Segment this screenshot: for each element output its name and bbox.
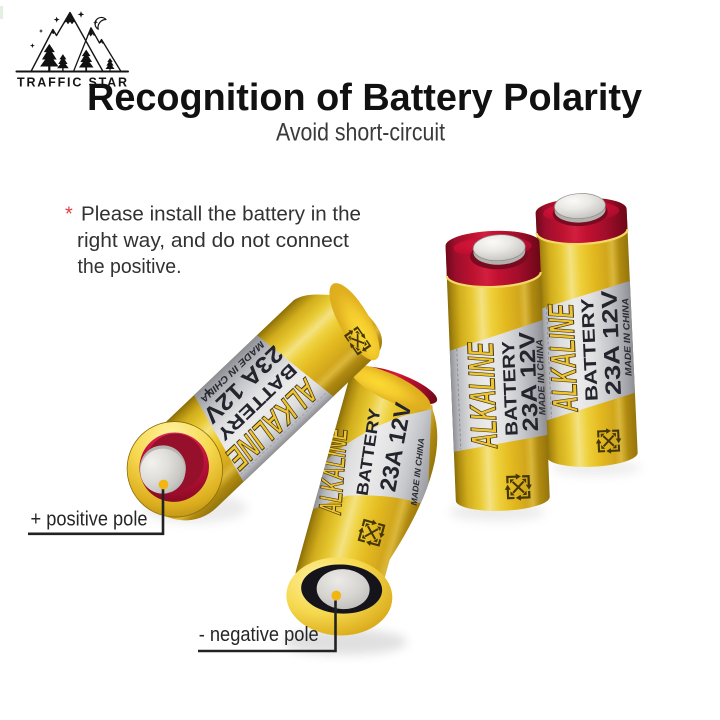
- svg-text:right way, and do not connect: right way, and do not connect: [77, 230, 349, 252]
- svg-text:BATTERY: BATTERY: [577, 297, 602, 401]
- svg-text:BATTERY: BATTERY: [498, 340, 522, 436]
- svg-text:Please install the battery in: Please install the battery in the: [81, 204, 361, 226]
- svg-text:Recognition of Battery Polarit: Recognition of Battery Polarity: [87, 76, 643, 119]
- svg-text:+ positive pole: + positive pole: [31, 508, 148, 530]
- svg-text:the positive.: the positive.: [78, 256, 182, 278]
- svg-text:23A 12V: 23A 12V: [596, 289, 626, 395]
- svg-text:TRAFFIC STAR: TRAFFIC STAR: [17, 76, 127, 90]
- svg-text:Avoid short-circuit: Avoid short-circuit: [276, 119, 445, 147]
- svg-text:- negative pole: - negative pole: [199, 624, 319, 646]
- svg-text:MADE IN CHINA: MADE IN CHINA: [534, 339, 547, 415]
- svg-text:23A 12V: 23A 12V: [514, 331, 543, 432]
- svg-text:MADE IN CHINA: MADE IN CHINA: [620, 298, 634, 376]
- svg-text:*: *: [65, 204, 73, 226]
- svg-text:ALKALINE: ALKALINE: [460, 341, 505, 450]
- svg-text:ALKALINE: ALKALINE: [540, 303, 586, 414]
